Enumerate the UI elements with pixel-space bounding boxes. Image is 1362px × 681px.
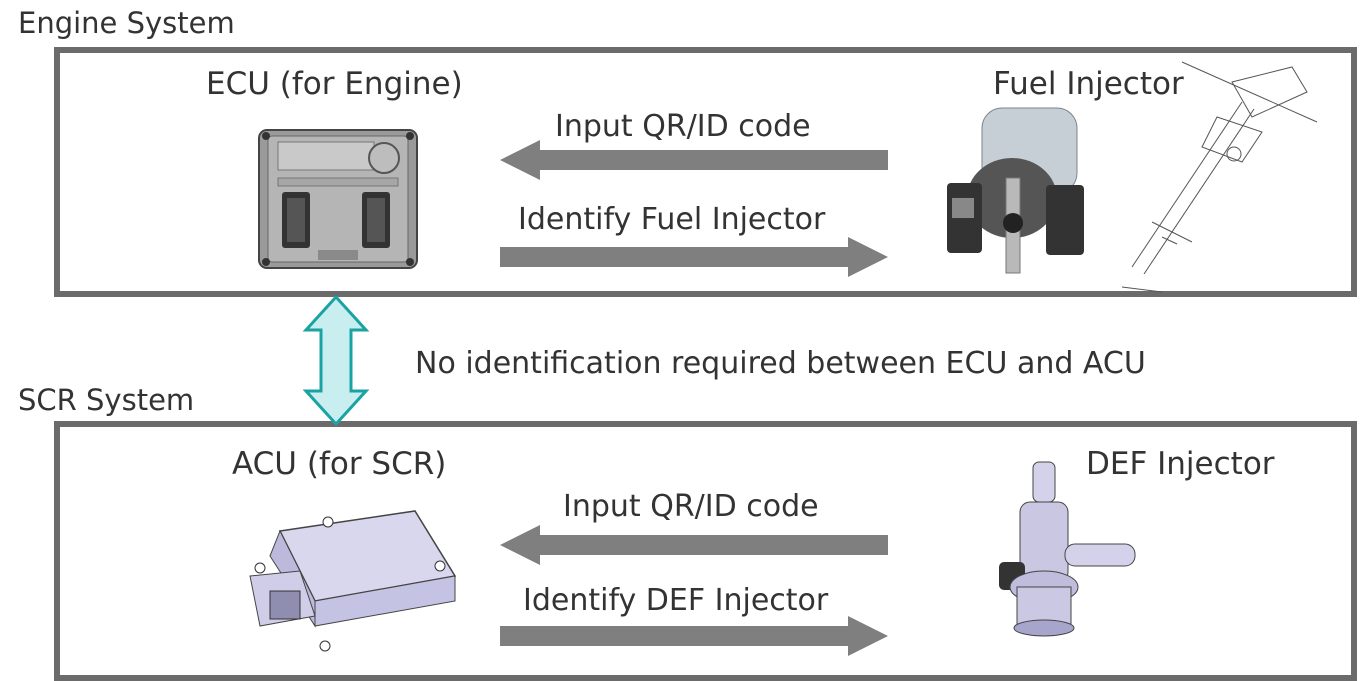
identify-def-injector-label: Identify DEF Injector	[523, 583, 829, 618]
no-identification-label: No identification required between ECU a…	[415, 346, 1146, 381]
def-injector-title: DEF Injector	[1086, 446, 1275, 482]
arrow-left-engine	[500, 140, 888, 180]
acu-title: ACU (for SCR)	[232, 446, 447, 482]
identify-fuel-injector-label: Identify Fuel Injector	[518, 202, 826, 237]
engine-system-label: Engine System	[18, 6, 235, 40]
scr-system-label: SCR System	[18, 383, 195, 417]
fuel-injector-drawing	[1121, 61, 1318, 293]
ecu-image	[258, 129, 418, 269]
input-code-label-engine: Input QR/ID code	[555, 109, 811, 144]
acu-image	[249, 510, 457, 652]
def-injector-image	[999, 461, 1136, 637]
ecu-title: ECU (for Engine)	[206, 66, 463, 102]
arrow-right-engine	[500, 237, 888, 277]
arrow-right-scr	[500, 616, 888, 656]
engine-system-panel	[54, 47, 1357, 297]
fuel-injector-image	[947, 107, 1084, 274]
input-code-label-scr: Input QR/ID code	[563, 489, 819, 524]
double-arrow	[302, 294, 370, 427]
fuel-injector-title: Fuel Injector	[993, 66, 1184, 102]
arrow-left-scr	[500, 525, 888, 565]
